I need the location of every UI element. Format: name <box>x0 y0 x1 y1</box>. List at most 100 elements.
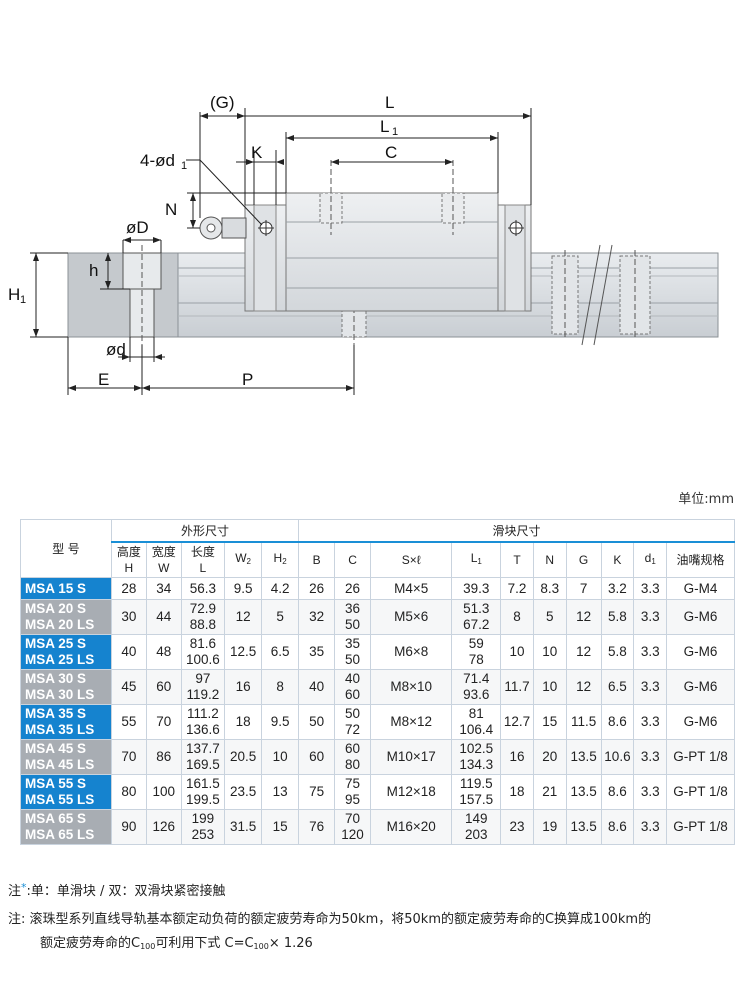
cell-oil: G-M6 <box>666 704 735 740</box>
cell-value: 80 <box>345 757 361 772</box>
cell-w: 48 <box>145 634 182 670</box>
column-header-subscript: 2 <box>282 557 287 566</box>
column-header: T <box>500 541 534 578</box>
label-H1: H <box>8 285 20 304</box>
cell-w: 34 <box>145 577 182 600</box>
label-d1: 4-ød <box>140 151 175 170</box>
model-name: MSA 35 LS <box>25 722 95 737</box>
column-header: B <box>298 541 336 578</box>
cell-n: 15 <box>532 704 567 740</box>
note-2-text-a: 额定疲劳寿命的C <box>40 936 141 951</box>
cell-g: 11.5 <box>565 704 602 740</box>
cell-s: M8×12 <box>370 704 453 740</box>
column-header: C <box>334 541 372 578</box>
cell-n: 20 <box>532 739 567 775</box>
cell-oil: G-M6 <box>666 599 735 635</box>
model-name: MSA 30 S <box>25 671 87 686</box>
column-header-main: W <box>235 551 247 565</box>
model-name: MSA 45 S <box>25 741 87 756</box>
cell-g: 12 <box>565 634 602 670</box>
cell-h2: 15 <box>261 809 300 845</box>
model-cell: MSA 15 S <box>20 577 112 600</box>
label-d: ød <box>106 340 126 359</box>
cell-l: 56.3 <box>180 577 226 600</box>
cell-b: 40 <box>298 669 336 705</box>
cell-w: 44 <box>145 599 182 635</box>
cell-value: 39.3 <box>463 580 490 596</box>
cell-value: 119.2 <box>186 687 220 702</box>
cell-oil: G-PT 1/8 <box>666 774 735 810</box>
cell-s: M16×20 <box>370 809 453 845</box>
cell-value: 120 <box>341 827 364 842</box>
cell-d1: 3.3 <box>633 774 668 810</box>
column-header: L1 <box>451 541 502 578</box>
cell-n: 19 <box>532 809 567 845</box>
cell-h2: 5 <box>261 599 300 635</box>
cell-t: 10 <box>500 634 534 670</box>
cell-h: 90 <box>110 809 147 845</box>
column-header-subscript: 1 <box>651 557 656 566</box>
label-K: K <box>251 143 263 162</box>
cell-value: 106.4 <box>459 722 494 737</box>
cell-w: 60 <box>145 669 182 705</box>
cell-oil: G-M6 <box>666 669 735 705</box>
label-N: N <box>165 200 177 219</box>
cell-value: 50 <box>345 652 361 667</box>
model-name: MSA 45 LS <box>25 757 95 772</box>
cell-d1: 3.3 <box>633 739 668 775</box>
cell-d1: 3.3 <box>633 599 668 635</box>
cell-oil: G-PT 1/8 <box>666 809 735 845</box>
cell-value: 35 <box>345 636 361 651</box>
label-H1-sub: 1 <box>20 294 26 306</box>
cell-value: 157.5 <box>459 792 494 807</box>
cell-g: 7 <box>565 577 602 600</box>
cell-value: 26 <box>345 580 361 596</box>
cell-k: 8.6 <box>600 774 635 810</box>
cell-value: 40 <box>345 671 361 686</box>
column-header-main: 高度 <box>116 545 141 559</box>
label-L: L <box>385 93 394 112</box>
cell-value: 60 <box>345 687 361 702</box>
column-header: S×ℓ <box>370 541 453 578</box>
cell-n: 10 <box>532 634 567 670</box>
model-name: MSA 55 S <box>25 776 87 791</box>
cell-h: 30 <box>110 599 147 635</box>
note-2-line-2: 额定疲劳寿命的C100可利用下式 C=C100× 1.26 <box>8 932 738 959</box>
cell-b: 35 <box>298 634 336 670</box>
cell-value: 119.5 <box>459 776 493 791</box>
cell-value: 93.6 <box>463 687 490 702</box>
cell-value: 75 <box>345 776 361 791</box>
cell-n: 21 <box>532 774 567 810</box>
cell-h: 28 <box>110 577 147 600</box>
cell-d1: 3.3 <box>633 809 668 845</box>
note-1-star: * <box>21 881 27 894</box>
cell-value: 199.5 <box>186 792 220 807</box>
label-G: (G) <box>210 93 235 112</box>
cell-s: M12×18 <box>370 774 453 810</box>
cell-g: 13.5 <box>565 809 602 845</box>
column-header-main: C <box>348 553 357 567</box>
note-1-text: :单：单滑块 / 双：双滑块紧密接触 <box>26 884 226 899</box>
cell-d1: 3.3 <box>633 669 668 705</box>
cell-t: 8 <box>500 599 534 635</box>
cell-k: 8.6 <box>600 809 635 845</box>
cell-oil: G-M6 <box>666 634 735 670</box>
cell-k: 10.6 <box>600 739 635 775</box>
column-header-main: H <box>273 551 283 565</box>
cell-value: 169.5 <box>186 757 220 772</box>
